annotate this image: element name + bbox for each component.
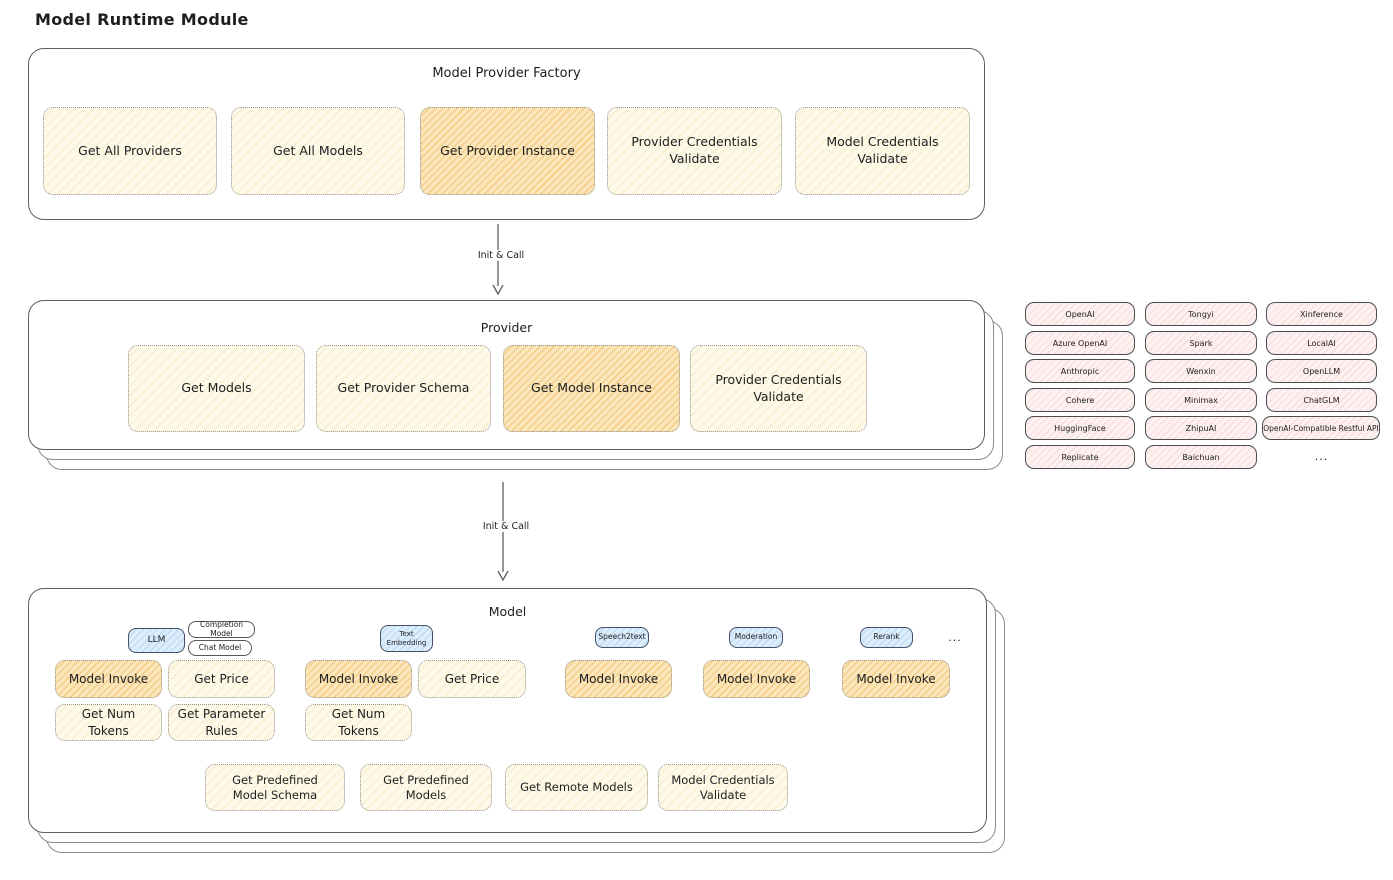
arrow2-label: Init & Call	[467, 521, 545, 532]
provider-chip-openai: OpenAI	[1025, 302, 1135, 326]
provider-get-provider-schema: Get Provider Schema	[316, 345, 491, 432]
model-invoke-moderation: Model Invoke	[703, 660, 810, 698]
provider-chip-localai: LocalAI	[1266, 331, 1377, 355]
provider-chip-openllm: OpenLLM	[1266, 359, 1377, 383]
factory-provider-credentials-validate: Provider Credentials Validate	[607, 107, 782, 195]
provider-chip-xinference: Xinference	[1266, 302, 1377, 326]
provider-chip-huggingface: HuggingFace	[1025, 416, 1135, 440]
factory-title: Model Provider Factory	[432, 66, 581, 81]
provider-chip-replicate: Replicate	[1025, 445, 1135, 469]
get-num-tokens-llm: Get Num Tokens	[55, 704, 162, 741]
tag-rerank: Rerank	[860, 627, 913, 648]
provider-chip-spark: Spark	[1145, 331, 1257, 355]
model-invoke-text-embedding: Model Invoke	[305, 660, 412, 698]
get-parameter-rules: Get Parameter Rules	[168, 704, 275, 741]
get-predefined-models: Get Predefined Models	[360, 764, 492, 811]
factory-get-all-models: Get All Models	[231, 107, 405, 195]
provider-chip-baichuan: Baichuan	[1145, 445, 1257, 469]
model-invoke-llm: Model Invoke	[55, 660, 162, 698]
provider-chip-minimax: Minimax	[1145, 388, 1257, 412]
provider-provider-credentials-validate: Provider Credentials Validate	[690, 345, 867, 432]
get-price-text-embedding: Get Price	[418, 660, 526, 698]
provider-get-model-instance: Get Model Instance	[503, 345, 680, 432]
page-title: Model Runtime Module	[35, 10, 249, 29]
model-invoke-rerank: Model Invoke	[842, 660, 950, 698]
get-num-tokens-text-embedding: Get Num Tokens	[305, 704, 412, 741]
provider-chip-azure-openai: Azure OpenAI	[1025, 331, 1135, 355]
provider-chip-anthropic: Anthropic	[1025, 359, 1135, 383]
provider-chip-openai-compatible: OpenAI-Compatible Restful API	[1262, 416, 1380, 440]
tag-text-embedding: Text Embedding	[380, 625, 433, 652]
factory-get-all-providers: Get All Providers	[43, 107, 217, 195]
arrow1-label: Init & Call	[462, 250, 540, 261]
model-invoke-speech2text: Model Invoke	[565, 660, 672, 698]
tag-speech2text: Speech2text	[595, 627, 649, 648]
factory-get-provider-instance: Get Provider Instance	[420, 107, 595, 195]
get-price-llm: Get Price	[168, 660, 275, 698]
model-title: Model	[488, 604, 527, 619]
provider-chip-zhipuai: ZhipuAI	[1145, 416, 1257, 440]
model-tags-more: ...	[948, 631, 962, 644]
tag-moderation: Moderation	[729, 627, 783, 648]
model-credentials-validate: Model Credentials Validate	[658, 764, 788, 811]
tag-completion-model: Completion Model	[188, 620, 255, 638]
provider-chip-tongyi: Tongyi	[1145, 302, 1257, 326]
provider-title: Provider	[480, 320, 533, 335]
provider-get-models: Get Models	[128, 345, 305, 432]
provider-chip-wenxin: Wenxin	[1145, 359, 1257, 383]
get-predefined-model-schema: Get Predefined Model Schema	[205, 764, 345, 811]
factory-model-credentials-validate: Model Credentials Validate	[795, 107, 970, 195]
get-remote-models: Get Remote Models	[505, 764, 648, 811]
provider-chip-cohere: Cohere	[1025, 388, 1135, 412]
tag-llm: LLM	[128, 628, 185, 653]
arrow-provider-to-model	[497, 482, 509, 582]
tag-chat-model: Chat Model	[188, 640, 252, 656]
provider-list-more: ...	[1314, 450, 1329, 463]
provider-chip-chatglm: ChatGLM	[1266, 388, 1377, 412]
